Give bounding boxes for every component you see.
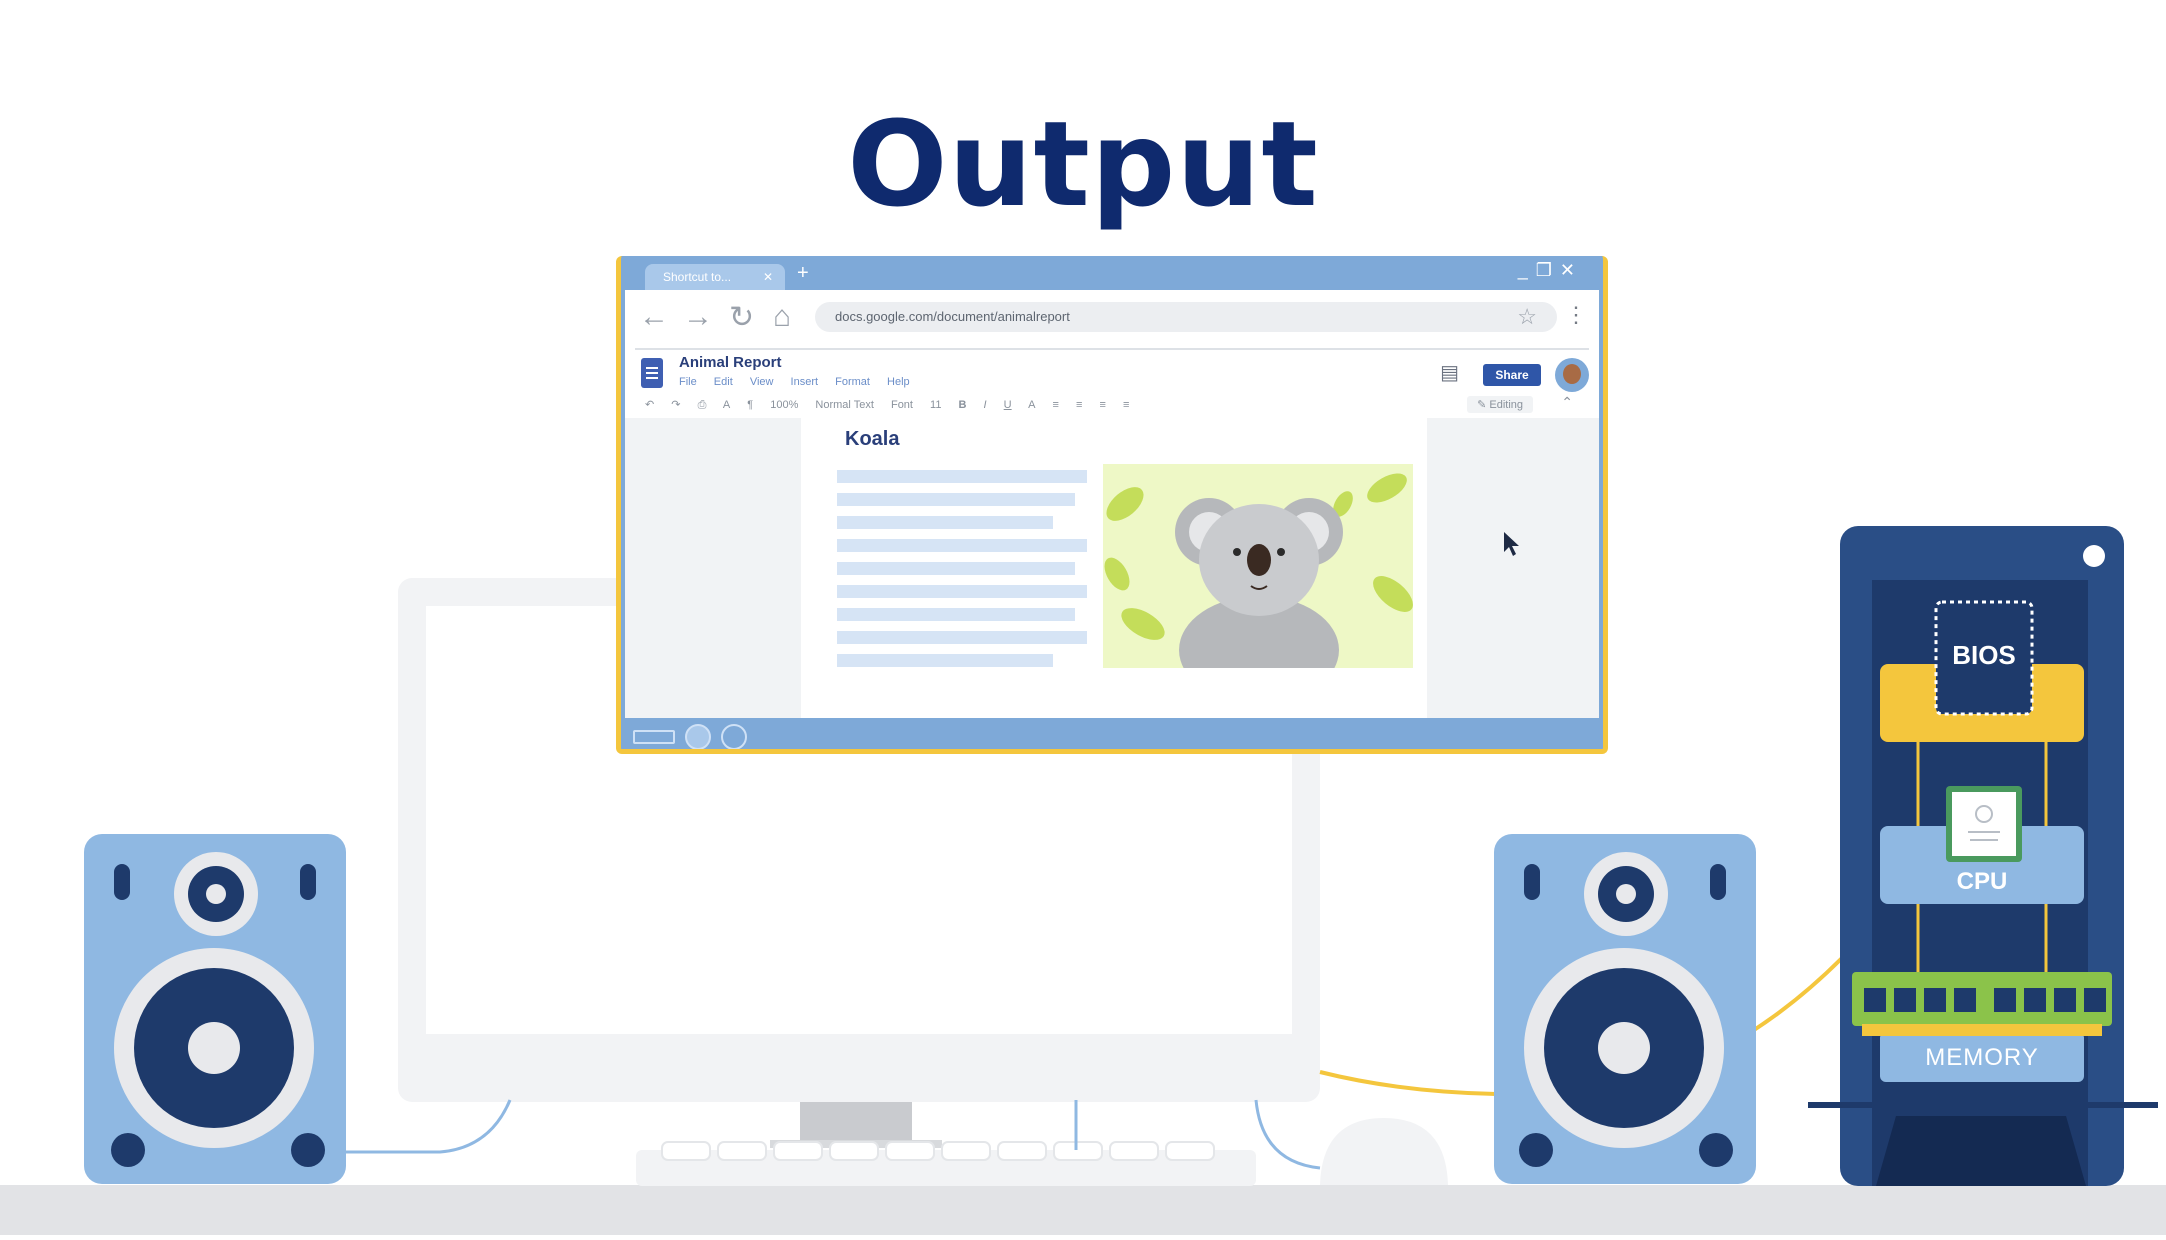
tab-close-icon[interactable]: ✕: [762, 270, 773, 284]
browser-menu-icon[interactable]: ⋮: [1565, 302, 1587, 327]
mouse-pointer-icon: [1504, 532, 1519, 556]
align-right-icon[interactable]: ≡: [1099, 399, 1106, 411]
font-select[interactable]: Font: [890, 399, 913, 411]
close-window-icon[interactable]: ✕: [1559, 260, 1583, 280]
font-size-field[interactable]: 11: [930, 399, 942, 411]
text-placeholder-line: [837, 654, 1053, 667]
reload-icon[interactable]: ↻: [729, 301, 755, 334]
italic-icon[interactable]: I: [983, 399, 987, 411]
cpu-label: CPU: [1956, 868, 2008, 895]
taskbar-start-button[interactable]: [633, 730, 675, 744]
zoom-select[interactable]: 100%: [770, 399, 799, 411]
right-speaker: [1494, 834, 1756, 1184]
left-speaker: [84, 834, 346, 1184]
document-heading: Koala: [845, 428, 900, 450]
url-text: docs.google.com/document/animalreport: [835, 309, 1070, 324]
document-page[interactable]: Koala: [801, 418, 1427, 718]
address-bar[interactable]: docs.google.com/document/animalreport ☆: [815, 302, 1557, 332]
align-center-icon[interactable]: ≡: [1075, 399, 1083, 411]
bookmark-star-icon[interactable]: ☆: [1517, 304, 1537, 329]
forward-arrow-icon[interactable]: →: [683, 300, 713, 333]
menu-insert[interactable]: Insert: [790, 376, 819, 388]
text-placeholder-line: [837, 493, 1075, 506]
collapse-toolbar-icon[interactable]: ⌃: [1561, 394, 1573, 410]
minimize-icon[interactable]: _: [1517, 260, 1536, 280]
desk: [0, 1185, 2166, 1235]
document-title[interactable]: Animal Report: [679, 354, 782, 371]
speaker-cable-right: [1752, 956, 1844, 1032]
docs-icon[interactable]: [641, 358, 663, 388]
bold-icon[interactable]: B: [958, 399, 967, 411]
redo-icon[interactable]: ↷: [671, 399, 681, 411]
menu-help[interactable]: Help: [887, 376, 910, 388]
spellcheck-icon[interactable]: A: [722, 399, 731, 411]
mouse-cable: [1254, 1099, 1321, 1170]
speaker-cable-left: [340, 1099, 512, 1154]
back-arrow-icon[interactable]: ←: [639, 300, 669, 333]
share-button[interactable]: Share: [1483, 364, 1541, 386]
paint-format-icon[interactable]: ¶: [747, 399, 754, 411]
memory-label: MEMORY: [1925, 1044, 2039, 1071]
browser-window: Shortcut to... ✕ + _❐✕ ← → ↻ ⌂ docs.goog…: [616, 256, 1608, 754]
computer-tower: [1808, 526, 2158, 1186]
new-tab-icon[interactable]: +: [797, 262, 809, 284]
menu-file[interactable]: File: [679, 376, 697, 388]
chrome-taskbar-icon[interactable]: [685, 724, 711, 749]
justify-icon[interactable]: ≡: [1122, 399, 1130, 411]
document-canvas: Koala: [625, 418, 1599, 718]
text-placeholder-line: [837, 516, 1053, 529]
docs-menu-bar: File Edit View Insert Format Help: [679, 376, 924, 388]
text-placeholder-line: [837, 631, 1087, 644]
editing-mode-button[interactable]: ✎ Editing: [1467, 396, 1533, 413]
underline-icon[interactable]: U: [1003, 399, 1012, 411]
koala-image[interactable]: [1103, 464, 1413, 668]
monitor-cable: [1319, 1070, 1497, 1096]
keyboard: [636, 1141, 1256, 1186]
browser-viewport: ← → ↻ ⌂ docs.google.com/document/animalr…: [625, 290, 1599, 718]
chrome-taskbar-icon-2[interactable]: [721, 724, 747, 749]
menu-format[interactable]: Format: [835, 376, 870, 388]
tab-label: Shortcut to...: [663, 270, 732, 284]
maximize-icon[interactable]: ❐: [1535, 260, 1560, 280]
undo-icon[interactable]: ↶: [645, 399, 655, 411]
text-placeholder-line: [837, 585, 1087, 598]
text-placeholder-line: [837, 562, 1075, 575]
text-placeholder-line: [837, 539, 1087, 552]
bios-label: BIOS: [1952, 640, 2016, 670]
browser-tab[interactable]: Shortcut to... ✕: [645, 264, 785, 290]
page-title: Output: [847, 95, 1319, 233]
avatar[interactable]: [1555, 358, 1589, 392]
taskbar: [621, 718, 1603, 749]
menu-view[interactable]: View: [749, 376, 774, 388]
navbar-divider: [635, 348, 1589, 350]
text-placeholder-line: [837, 608, 1075, 621]
print-icon[interactable]: ⎙: [697, 399, 707, 411]
comment-icon[interactable]: ▤: [1440, 362, 1459, 384]
style-select[interactable]: Normal Text: [815, 399, 874, 411]
mouse: [1320, 1118, 1448, 1185]
align-left-icon[interactable]: ≡: [1052, 399, 1059, 411]
browser-navbar: ← → ↻ ⌂ docs.google.com/document/animalr…: [625, 290, 1599, 346]
text-placeholder-line: [837, 470, 1087, 483]
window-controls[interactable]: _❐✕: [1518, 260, 1583, 281]
docs-toolbar: ↶ ↷ ⎙ A ¶ 100% Normal Text Font 11 B I U…: [645, 398, 1143, 412]
menu-edit[interactable]: Edit: [713, 376, 733, 388]
home-icon[interactable]: ⌂: [773, 300, 792, 333]
text-color-icon[interactable]: A: [1028, 399, 1036, 411]
editing-mode-label: Editing: [1489, 399, 1523, 411]
